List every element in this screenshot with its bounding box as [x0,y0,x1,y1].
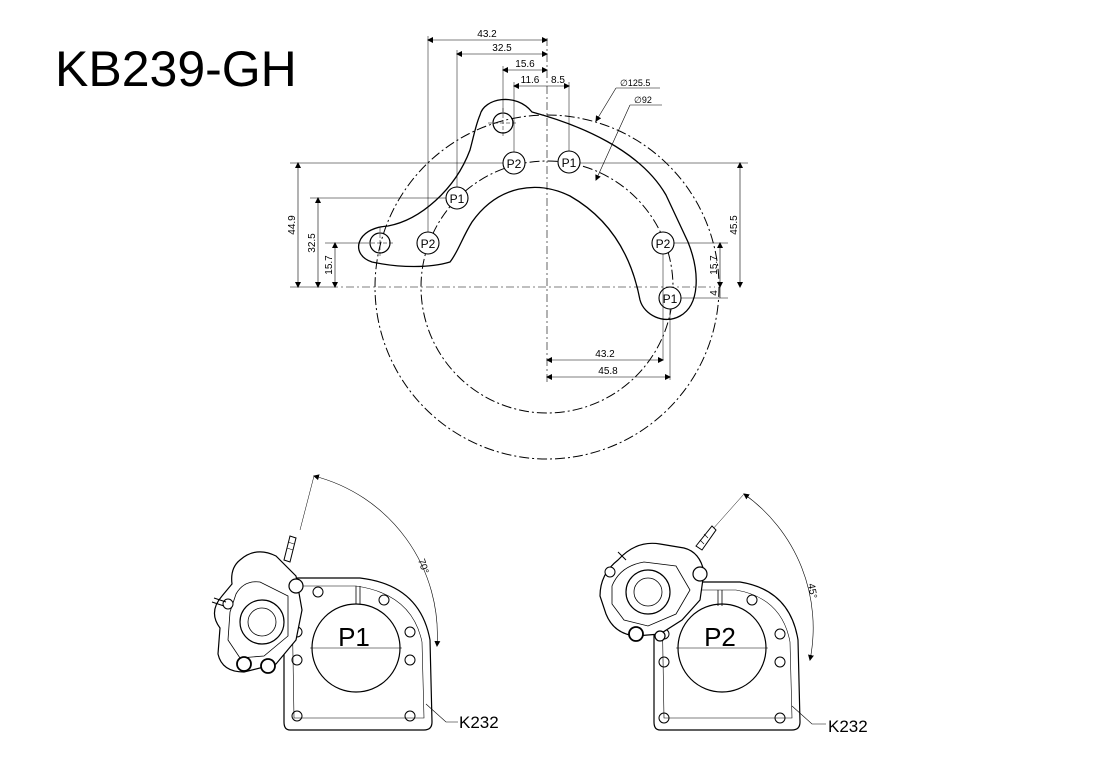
assembly-labels-p2: P2 45° K232 [704,583,868,736]
caliper-body-p2 [599,542,705,637]
dim-dia-125-5: ∅125.5 [620,78,650,88]
dim-15-7-left: 15.7 [324,255,335,275]
bubble-labels: P2 P1 P1 P2 P2 P1 [421,156,678,306]
assembly-view-p2 [599,493,826,731]
assembly-view-p1 [211,474,458,731]
bubble-label-p1-right: P1 [663,292,678,306]
caliper-piston-p2 [625,569,671,615]
dim-43-2-top: 43.2 [477,29,497,40]
dim-43-2-bottom: 43.2 [595,349,615,360]
dim-32-5-left: 32.5 [307,233,318,253]
bubble-label-p2-right: P2 [656,237,671,251]
drawing-title: KB239-GH [55,41,297,97]
angle-label-70: 70° [415,558,430,576]
dimension-texts: 43.2 32.5 15.6 11.6 8.5 ∅125.5 ∅92 44.9 … [287,29,740,377]
bubble-label-p1-left: P1 [450,192,465,206]
bubble-label-p1-top: P1 [562,156,577,170]
leader-92 [595,104,631,181]
bubble-label-p2-top: P2 [507,157,522,171]
assembly-label-p1: P1 [338,622,370,652]
dim-dia-92: ∅92 [634,95,652,105]
dim-4: 4 [709,290,720,296]
dim-8-5: 8.5 [551,75,565,86]
dim-45-8: 45.8 [598,366,618,377]
caliper-body-p1 [213,551,303,673]
angle-arc-70 [313,474,441,647]
bracket-plan-view [290,36,748,460]
angle-label-45: 45° [805,583,818,600]
assembly-labels-p1: P1 70° K232 [338,558,499,732]
caliper-piston-p1 [239,599,285,645]
dim-11-6: 11.6 [521,75,540,86]
part-number-right: K232 [828,717,868,736]
dim-15-6: 15.6 [515,59,535,70]
dim-44-9: 44.9 [287,215,298,235]
dim-15-7-right: 15.7 [709,255,720,275]
bracket-outline [357,98,697,321]
part-leader-p2 [791,705,826,725]
leader-125-5 [595,87,617,122]
part-number-left: K232 [459,713,499,732]
assembly-label-p2: P2 [704,622,736,652]
part-leader-p1 [425,703,458,723]
angle-arc-45 [743,493,814,661]
bubble-label-p2-left: P2 [421,237,436,251]
dim-32-5-top: 32.5 [492,43,512,54]
dim-45-5: 45.5 [729,215,740,235]
